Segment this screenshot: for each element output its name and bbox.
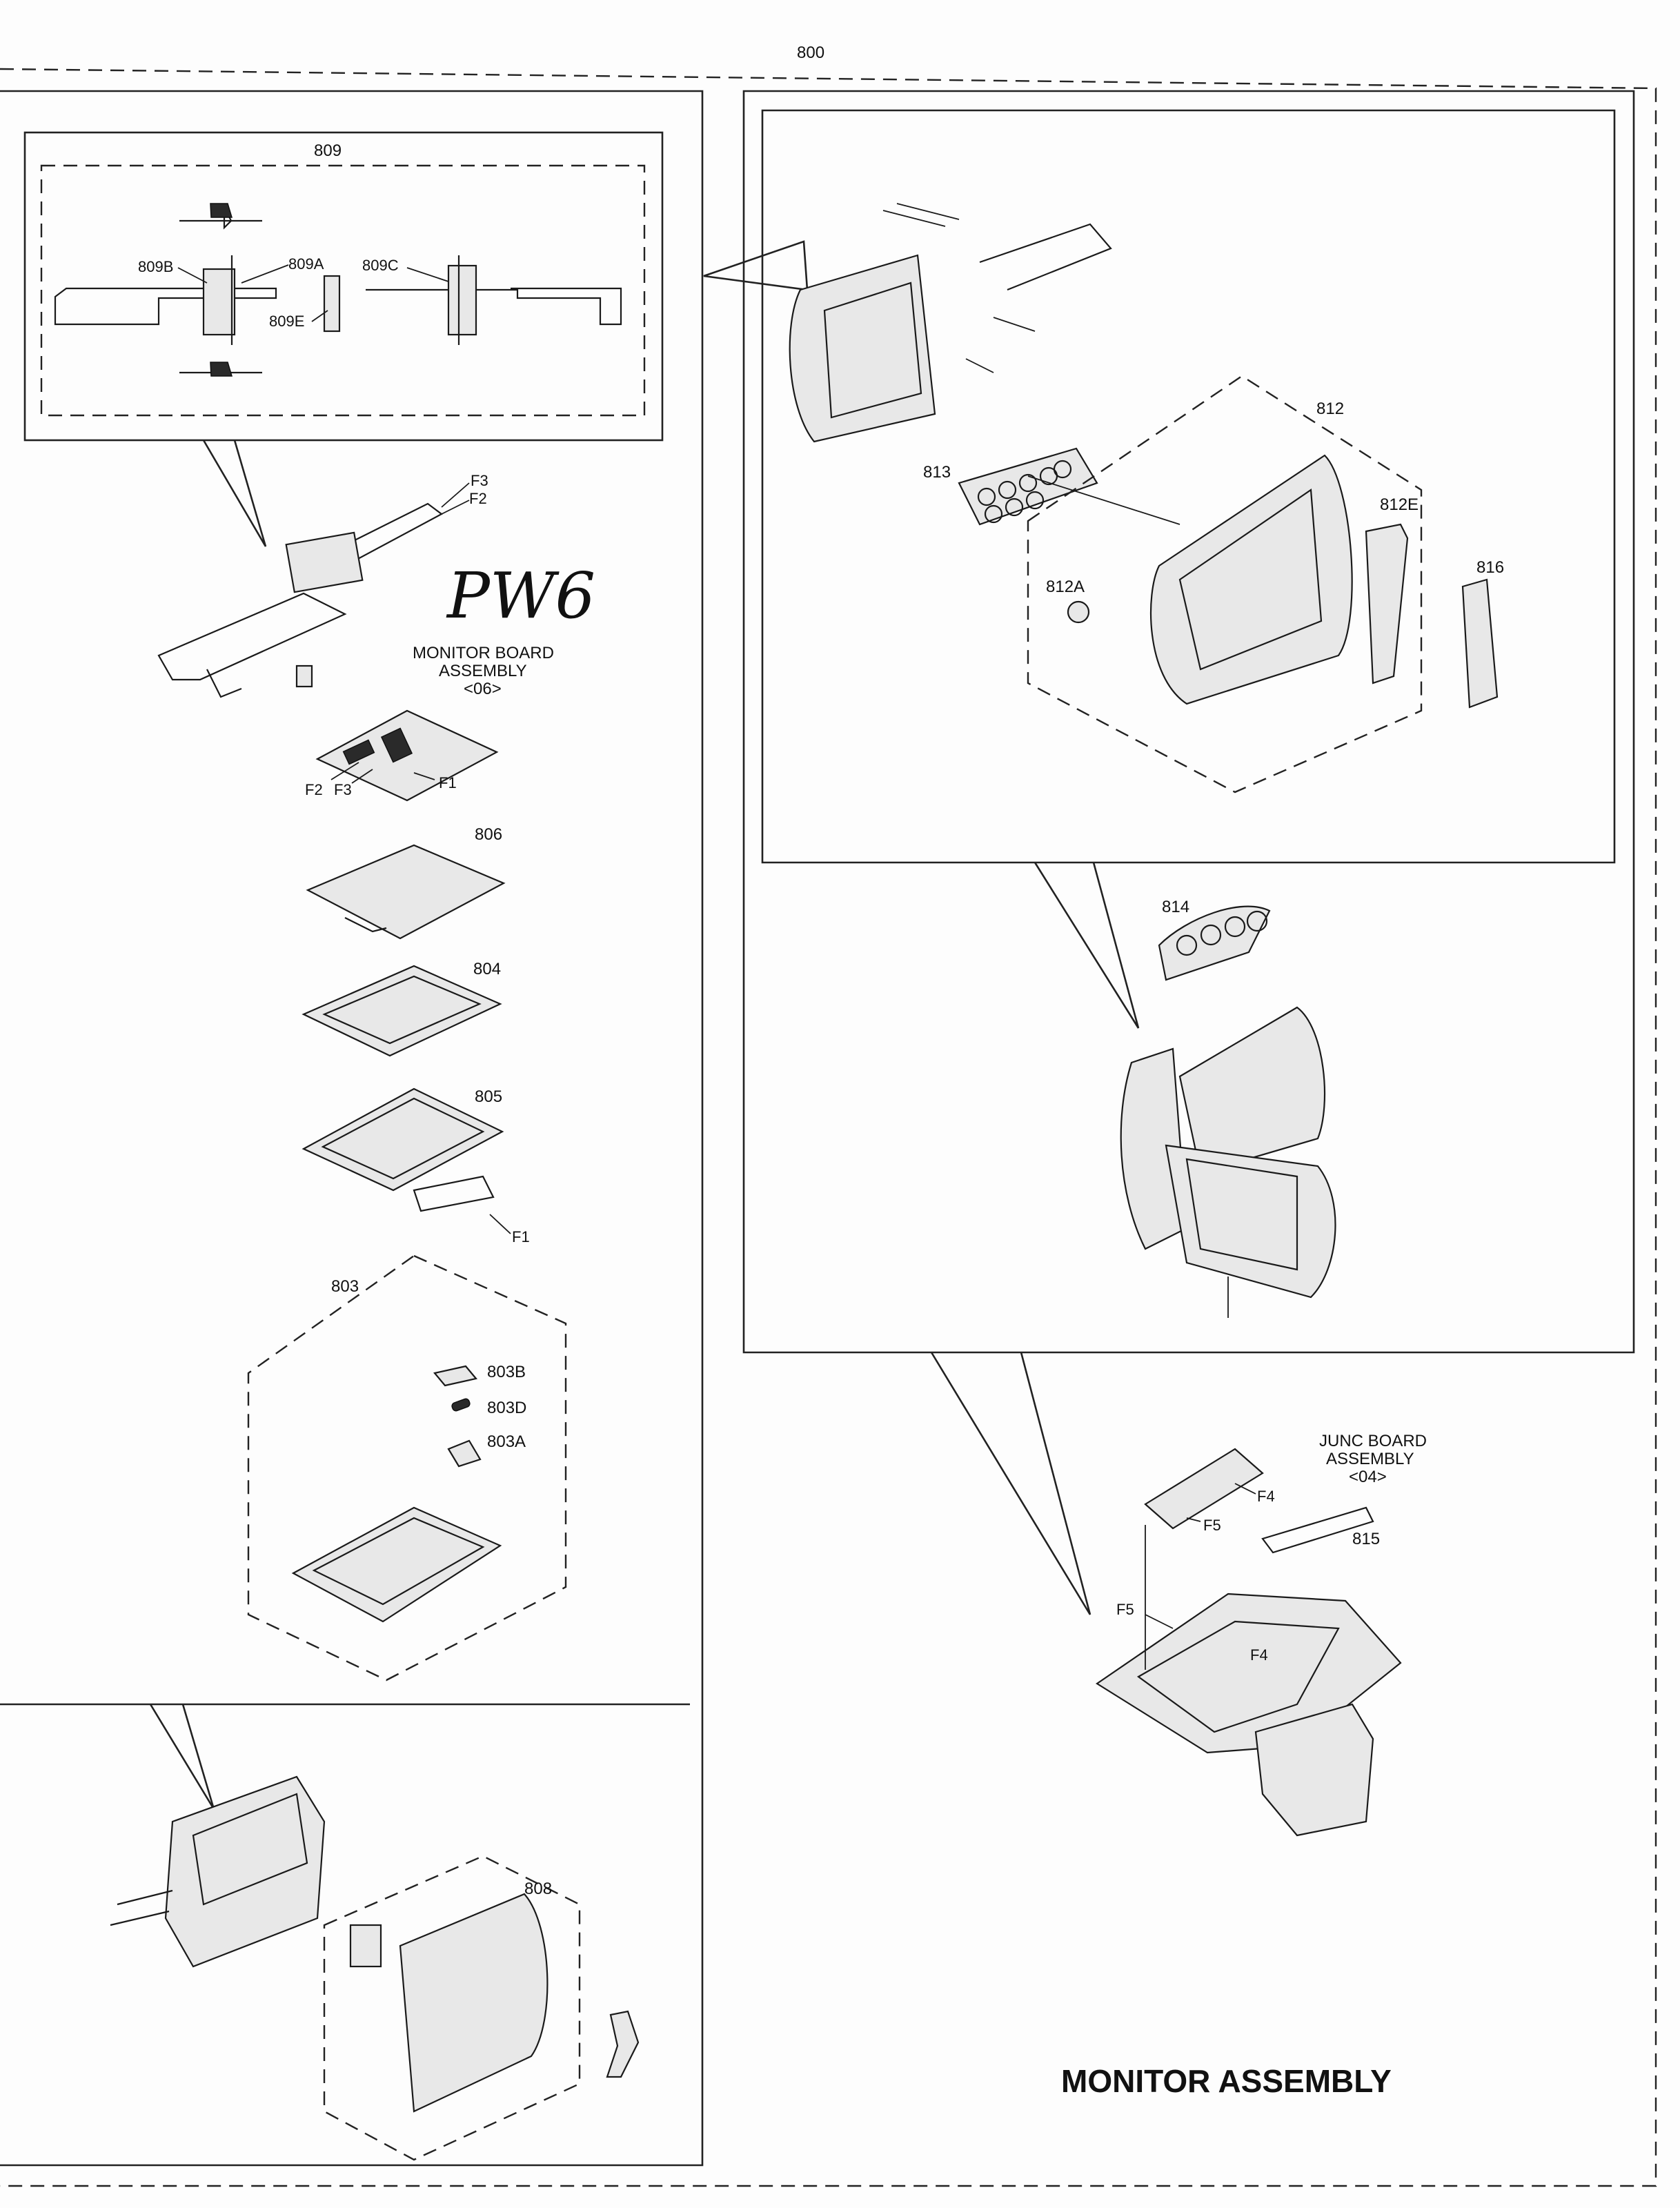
flex-cable-upper (330, 502, 444, 566)
label-812a: 812A (1046, 578, 1085, 596)
label-800: 800 (797, 43, 824, 62)
label-806: 806 (475, 825, 502, 844)
hinge-clip-809c (447, 264, 477, 336)
flex-cable-809c (366, 287, 622, 326)
part-812e (1365, 523, 1409, 684)
part-806-sheet: 806 (306, 825, 506, 940)
part-805-lcd: 805 F1 (302, 1087, 530, 1245)
label-804: 804 (473, 960, 501, 978)
label-809a: 809A (288, 255, 324, 273)
label-812e: 812E (1380, 495, 1419, 514)
group-812: 812 812E 812A (1027, 375, 1423, 793)
monitor-board-label-line1: MONITOR BOARD (413, 644, 554, 662)
monitor-board-label-line3: <06> (464, 680, 502, 698)
callout-lower-right (930, 1352, 1091, 1615)
label-f2-top: F2 (469, 490, 487, 507)
label-f2-board: F2 (305, 781, 323, 798)
junc-board-assembly: JUNC BOARD ASSEMBLY <04> F4 F5 815 (1144, 1432, 1427, 1554)
monitor-board-label-line2: ASSEMBLY (439, 662, 527, 680)
monitor-screen (823, 282, 922, 419)
label-f1-board: F1 (439, 774, 457, 791)
monitor-swivel-assembly (1120, 1006, 1336, 1318)
label-808: 808 (524, 1880, 552, 1898)
part-812a (1067, 600, 1090, 624)
label-f3-board: F3 (334, 781, 352, 798)
callout-809 (202, 440, 267, 547)
label-809e: 809E (269, 313, 304, 330)
label-803a: 803A (487, 1432, 526, 1451)
assembly-800-border: 800 (0, 43, 1657, 2187)
monitor-flex-cable (979, 223, 1112, 291)
label-809: 809 (314, 141, 342, 160)
part-803d (451, 1398, 471, 1412)
part-803a (447, 1439, 482, 1468)
group-808: 808 (323, 1855, 640, 2161)
label-809c: 809C (362, 257, 399, 274)
right-inner-box (761, 109, 1616, 864)
junc-board-label-line3: <04> (1349, 1468, 1387, 1486)
callout-lower-left (149, 1704, 215, 1810)
label-809b: 809B (138, 258, 173, 275)
label-812: 812 (1316, 400, 1344, 418)
monitor-case-812 (1149, 454, 1353, 705)
label-f1-lcd: F1 (512, 1228, 530, 1245)
label-803b: 803B (487, 1363, 526, 1381)
diagram-title: MONITOR ASSEMBLY (1061, 2063, 1392, 2099)
left-panel-frame (0, 90, 704, 2167)
lower-body-assembly: F5 F4 (1095, 1525, 1402, 1837)
monitor-board-assembly: MONITOR BOARD ASSEMBLY <06> F2 F3 F1 (295, 644, 554, 802)
junc-board-label-line1: JUNC BOARD (1319, 1432, 1427, 1450)
lcd-holder-frame (291, 1506, 502, 1623)
label-816: 816 (1476, 558, 1504, 577)
cover-strip (606, 2010, 640, 2078)
junc-board-label-line2: ASSEMBLY (1326, 1450, 1414, 1468)
part-809e (323, 275, 341, 333)
right-panel-frame (742, 90, 1635, 1354)
part-803b (433, 1365, 478, 1387)
label-f3-top: F3 (471, 472, 488, 489)
rear-cover-808 (399, 1893, 549, 2113)
clip-bottom-part (210, 362, 233, 377)
hinge-block (285, 531, 364, 593)
detail-box-809: 809 809B 809A 809C 809E (23, 131, 664, 442)
label-sticker (349, 1924, 382, 1968)
label-f5-board: F5 (1203, 1517, 1221, 1534)
callout-middle-right (1034, 862, 1140, 1029)
key-pad-813 (958, 447, 1098, 526)
flex-cable-815 (1261, 1506, 1374, 1554)
part-814: 814 (1158, 898, 1271, 981)
label-815: 815 (1352, 1530, 1380, 1548)
monitor-unit-top (789, 203, 1112, 443)
group-803: 803 803B 803D 803A (247, 1254, 567, 1682)
lcd-flex-tail (413, 1175, 495, 1212)
flex-cable-809a (54, 287, 277, 326)
callout-upper-right (703, 240, 809, 291)
label-814: 814 (1162, 898, 1189, 916)
part-804-frame: 804 (302, 960, 502, 1057)
flex-cable-long (157, 592, 347, 681)
part-813: 813 (923, 447, 1098, 526)
handwritten-note: PW6 (446, 559, 595, 633)
label-f4-body: F4 (1250, 1646, 1268, 1664)
label-805: 805 (475, 1087, 502, 1106)
hinge-cable-assembly: F3 F2 (157, 472, 488, 698)
label-f4-board: F4 (1257, 1488, 1275, 1505)
hinge-clip-809b (202, 268, 236, 336)
junc-board-pcb (1144, 1448, 1264, 1530)
label-803: 803 (331, 1277, 359, 1296)
clip-top-part (210, 203, 233, 218)
label-803d: 803D (487, 1399, 526, 1417)
label-f5-body: F5 (1116, 1601, 1134, 1618)
part-816: 816 (1461, 558, 1504, 709)
label-813: 813 (923, 463, 951, 482)
lower-housing-left (110, 1775, 326, 1968)
board-connector (295, 664, 313, 688)
